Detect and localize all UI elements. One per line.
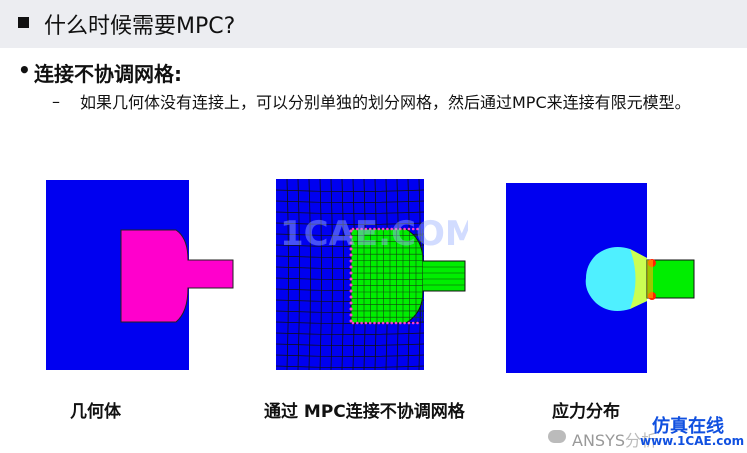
section-description: 如果几何体没有连接上，可以分别单独的划分网格，然后通过MPC来连接有限元模型。 bbox=[80, 93, 691, 112]
watermark-brand-text: ANSYS bbox=[572, 431, 625, 450]
slide-title: 什么时候需要MPC? bbox=[44, 14, 236, 39]
mpc-link-points bbox=[349, 227, 419, 325]
stress-cyan-zone bbox=[585, 247, 647, 311]
green-mesh-lines bbox=[351, 229, 465, 323]
stress-figure bbox=[506, 183, 698, 373]
watermark-site-cn: 仿真在线 bbox=[652, 416, 724, 437]
mesh-figure: 1CAE.COM bbox=[276, 179, 468, 370]
watermark-brand: ANSYS分析 bbox=[572, 427, 657, 451]
slide-header bbox=[0, 0, 747, 48]
geometry-figure bbox=[46, 180, 238, 370]
caption-mpc: 通过 MPC连接不协调网格 bbox=[264, 402, 465, 422]
section-heading: 连接不协调网格: bbox=[34, 62, 182, 86]
green-mesh-region bbox=[350, 228, 466, 324]
center-watermark: 1CAE.COM bbox=[280, 214, 468, 254]
watermark-site-url: www.1CAE.com bbox=[640, 434, 745, 448]
magenta-part bbox=[120, 229, 234, 323]
stress-green-tab bbox=[646, 259, 695, 299]
caption-geometry: 几何体 bbox=[70, 402, 121, 422]
dash-bullet: – bbox=[52, 92, 60, 111]
bullet-dot: • bbox=[18, 58, 31, 82]
square-bullet-icon bbox=[18, 17, 29, 28]
caption-stress: 应力分布 bbox=[552, 402, 620, 422]
wechat-icon bbox=[548, 430, 566, 443]
watermark-brand-tail: 分析 bbox=[625, 431, 658, 450]
